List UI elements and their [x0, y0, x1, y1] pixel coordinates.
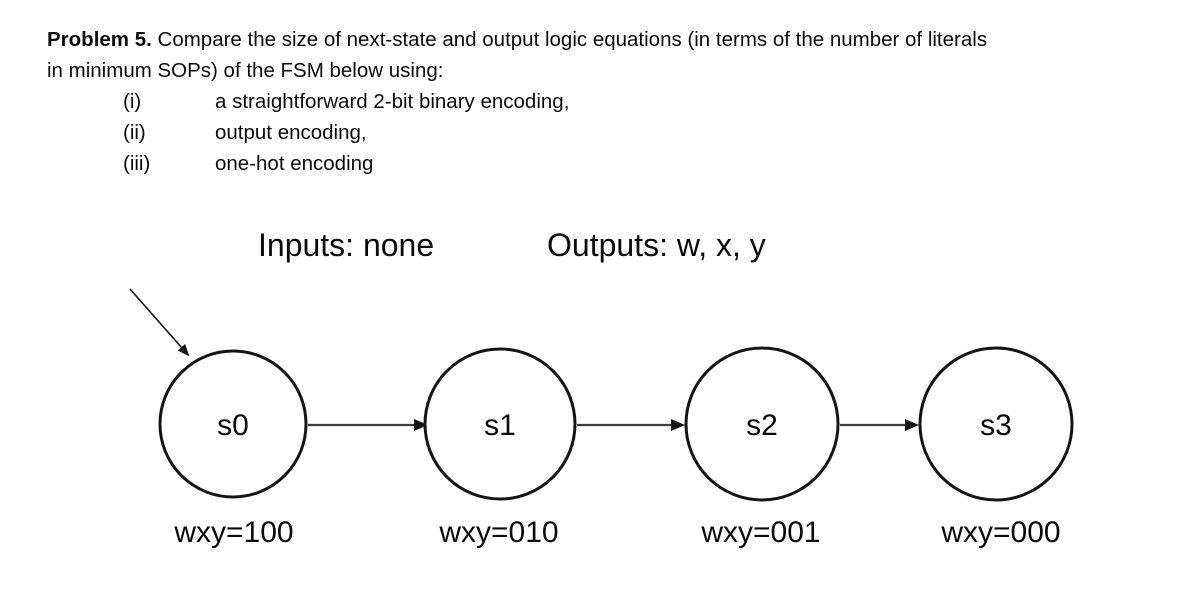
output-label-s3: wxy=000 [940, 516, 1060, 549]
initial-state-arrow [129, 288, 190, 357]
list-item-ii: (ii) output encoding, [47, 117, 987, 148]
state-s0-label: s0 [217, 409, 249, 442]
list-item-i-text: a straightforward 2-bit binary encoding, [215, 90, 570, 113]
output-label-s2: wxy=001 [700, 516, 820, 549]
state-s0-circle [158, 349, 308, 499]
state-s2-label: s2 [746, 409, 778, 442]
problem-statement: Problem 5. Compare the size of next-stat… [47, 24, 987, 179]
output-label-s0: wxy=100 [173, 516, 293, 549]
problem-text-line1: Compare the size of next-state and outpu… [157, 28, 988, 51]
output-label-s1: wxy=010 [438, 516, 558, 549]
state-s3-label: s3 [980, 409, 1012, 442]
encoding-options-list: (i) a straightforward 2-bit binary encod… [47, 86, 987, 179]
list-item-ii-text: output encoding, [215, 121, 367, 144]
list-item-iii: (iii) one-hot encoding [47, 148, 987, 179]
list-item-iii-number: (iii) [123, 152, 151, 175]
problem-number-label: Problem 5. [47, 28, 152, 51]
inputs-label: Inputs: none [258, 227, 434, 263]
problem-statement-line1: Problem 5. Compare the size of next-stat… [47, 24, 987, 55]
state-s3-circle [918, 346, 1074, 502]
list-item-i-number: (i) [123, 90, 142, 113]
list-item-i: (i) a straightforward 2-bit binary encod… [47, 86, 987, 117]
list-item-ii-number: (ii) [123, 121, 146, 144]
state-s1-label: s1 [484, 409, 516, 442]
outputs-label: Outputs: w, x, y [547, 227, 766, 263]
list-item-iii-text: one-hot encoding [215, 152, 374, 175]
state-s1-circle [423, 347, 577, 501]
state-s2-circle [684, 346, 840, 502]
problem-statement-line2: in minimum SOPs) of the FSM below using: [47, 59, 444, 82]
